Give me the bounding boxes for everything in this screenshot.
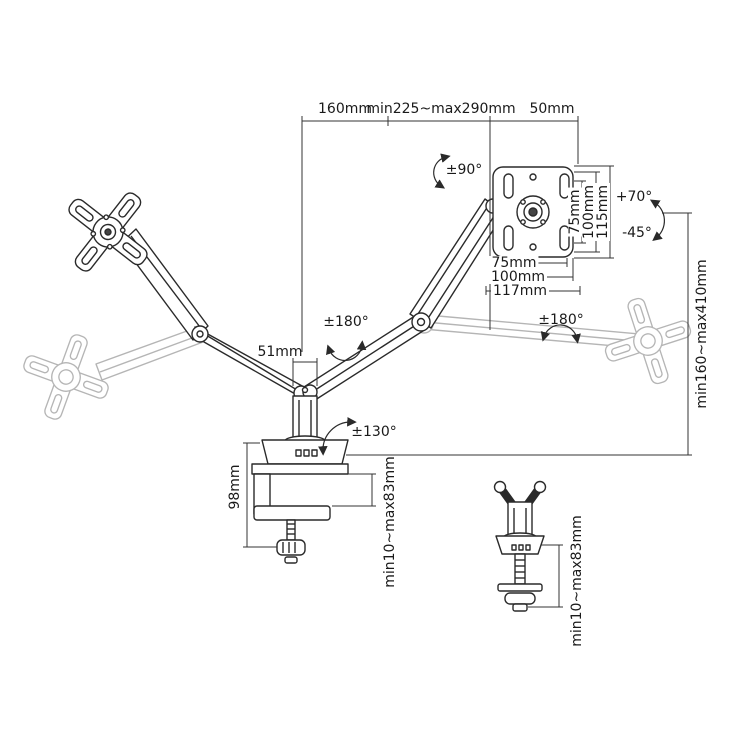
dim-vesa-rotation: ±90° <box>445 162 483 178</box>
dim-grommet-range: min10~max83mm <box>569 515 585 647</box>
ghost-arm-right <box>414 285 704 397</box>
dim-vesa-horiz-117: 117mm <box>491 283 549 299</box>
rotation-arrows <box>318 153 665 456</box>
dim-vesa-horiz-75: 75mm <box>489 255 539 271</box>
dim-pole-width: 51mm <box>257 344 303 360</box>
vesa-plate-right <box>492 166 574 258</box>
arm-right <box>303 198 505 403</box>
dim-clamp-height: 98mm <box>227 464 243 510</box>
ghost-arm-left <box>9 320 204 434</box>
dim-arm-reach: min225~max290mm <box>366 101 516 117</box>
pole-and-clamp-base <box>251 384 349 564</box>
grommet-mount <box>493 480 547 612</box>
dim-swivel-left: ±180° <box>323 314 369 330</box>
dim-swivel-right: ±180° <box>538 312 584 328</box>
dim-vesa-vert-115: 115mm <box>595 183 611 241</box>
dim-vesa-vert-75: 75mm <box>567 187 583 237</box>
dim-clamp-range: min10~max83mm <box>382 456 398 588</box>
dim-tilt-down: -45° <box>622 225 652 241</box>
vesa-plate-left <box>42 166 174 298</box>
arm-left <box>120 228 312 404</box>
dim-base-rotation: ±130° <box>351 424 397 440</box>
dim-tilt-up: +70° <box>615 189 653 205</box>
dim-vesa-offset: 50mm <box>529 101 575 117</box>
dim-vesa-vert-100: 100mm <box>581 183 597 241</box>
dim-height-range: min160~max410mm <box>694 259 710 409</box>
dim-top-offset: 160mm <box>318 101 372 117</box>
dim-vesa-horiz-100: 100mm <box>489 269 547 285</box>
